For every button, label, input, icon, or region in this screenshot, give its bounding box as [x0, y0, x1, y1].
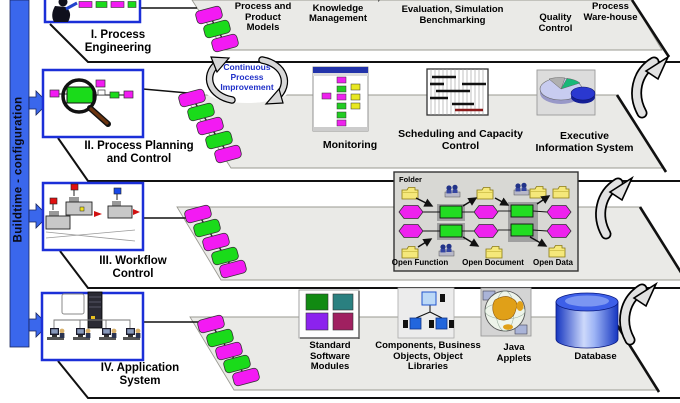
- buildtime-bar: [9, 0, 49, 348]
- engineer-at-board-icon: [52, 0, 137, 22]
- object-tree-icon: [397, 287, 455, 339]
- row4-item-java-applets: Java Applets: [496, 342, 532, 364]
- machines-icon: [45, 183, 140, 242]
- row1-item-process-product-models: Process and Product Models: [234, 1, 292, 34]
- cylinder-icon: [555, 292, 619, 349]
- level4-label: IV. Application System: [100, 362, 180, 387]
- level1-label: I. Process Engineering: [84, 29, 152, 54]
- level3-box: [41, 181, 145, 252]
- colored-squares-icon: [298, 289, 360, 339]
- row1-item-reference-models: Reference Models, Knowledge Management: [296, 0, 380, 25]
- level4-box: [40, 291, 145, 362]
- workflow-hexagons: [398, 205, 572, 238]
- row1-item-quality-control: Quality Control: [538, 12, 573, 34]
- workflow-open-document-label: Open Document: [462, 258, 524, 267]
- row1-item-evaluation-simulation: Evaluation, Simulation Benchmarking: [401, 4, 504, 26]
- globe-icon: [480, 287, 532, 337]
- pie-chart-icon: [536, 69, 596, 116]
- feedback-arrow-row3: [625, 284, 656, 340]
- workflow-open-function-label: Open Function: [391, 258, 449, 267]
- level2-box: [41, 68, 145, 139]
- improvement-cycle-arrows: [205, 56, 289, 105]
- magnifier-over-process-icon: [49, 78, 134, 127]
- workflow-folders-panel: [393, 171, 579, 272]
- cycle-halo: [197, 61, 297, 103]
- computer-network-icon: [47, 291, 141, 340]
- epc-window-icon: [312, 66, 369, 132]
- process-chain-row3: [184, 204, 247, 279]
- gantt-chart-icon: [426, 68, 489, 116]
- box-connectors: [140, 7, 203, 323]
- process-chain-row2: [178, 88, 242, 164]
- row1-item-process-warehouse: Process Ware-house: [583, 1, 638, 23]
- level3-label: III. Workflow Control: [99, 255, 167, 280]
- level2-label: II. Process Planning and Control: [84, 140, 194, 165]
- row4-item-standard-software: Standard Software Modules: [309, 340, 351, 373]
- buildtime-bar-label: Buildtime - configuration: [12, 96, 25, 243]
- workflow-folder-label: Folder: [399, 175, 422, 184]
- row2-item-monitoring: Monitoring: [322, 139, 378, 151]
- process-chain-row4: [197, 314, 260, 387]
- workflow-open-data-label: Open Data: [532, 258, 573, 267]
- workflow-arrows: [415, 195, 551, 248]
- workflow-functions: [439, 204, 534, 238]
- feedback-arrow-row1: [637, 57, 668, 113]
- level1-box: [43, 0, 142, 24]
- row2-item-scheduling: Scheduling and Capacity Control: [398, 128, 523, 152]
- row4-item-components: Components, Business Objects, Object Lib…: [375, 340, 481, 373]
- process-chain-row1: [195, 5, 239, 53]
- row2-item-eis: Executive Information System: [535, 130, 634, 154]
- continuous-process-improvement-label: Continuous Process Improvement: [220, 62, 274, 92]
- row4-item-database: Database: [574, 351, 617, 362]
